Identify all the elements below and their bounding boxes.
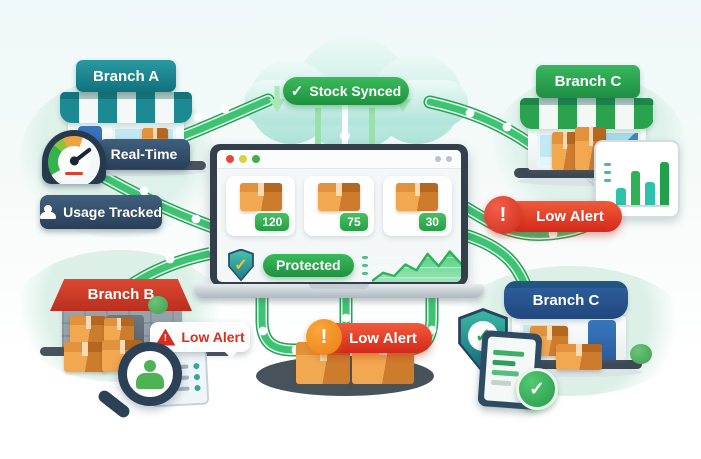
low-alert-branch-b-label: Low Alert [181,329,245,345]
real-time-label: Real-Time [110,146,178,162]
stock-synced-badge: Stock Synced [283,77,409,105]
box-icon [64,342,106,372]
laptop: 120 75 30 Protec [210,144,468,286]
gauge-icon [42,130,106,184]
stock-card: 30 [382,176,452,236]
mini-bar [616,187,626,205]
user-search-icon [136,360,164,389]
branch-c-top-shadow [518,176,668,186]
trend-area [371,251,461,282]
branch-b-roof: Branch B [50,279,192,311]
laptop-screen: 120 75 30 Protec [217,150,461,282]
stock-cards-row: 120 75 30 [217,169,461,239]
trend-axis-ticks [361,251,368,280]
stock-count-badge: 75 [338,211,370,233]
stock-card: 75 [304,176,374,236]
branch-c-top-platform [514,168,666,178]
branch-c-bottom-label: Branch C [532,291,600,309]
branch-c-chart-bars [616,154,669,207]
branch-a-shadow [58,166,206,176]
branch-a-awning [60,92,192,123]
protected-label: Protected [276,257,341,273]
low-alert-center-label: Low Alert [349,329,417,347]
branch-c-bottom-awning: Branch C [504,281,628,319]
branch-c-top-sign: Branch C [536,65,640,98]
bush [148,296,168,314]
stock-count-badge: 30 [416,211,448,233]
stock-card: 120 [226,176,296,236]
branch-c-bottom-shadow [502,367,642,377]
chart-axis-ticks [604,158,611,187]
laptop-base [194,284,484,298]
exclamation-icon [306,319,342,355]
box-icon [396,183,439,211]
branch-a-label: Branch A [92,67,160,85]
protected-badge: Protected [263,253,354,277]
box-icon [70,316,106,344]
trend-svg [371,250,461,282]
usage-tracked-label: Usage Tracked [63,204,162,220]
window-dot-green [252,155,260,163]
browser-topbar [217,150,461,169]
stock-synced-label: Stock Synced [309,83,402,99]
box-icon [552,132,578,170]
verified-check-icon [516,368,558,410]
mini-bar [645,181,655,205]
mini-bar [630,171,640,205]
window-dot-gray [446,156,452,162]
stock-trend-chart [361,244,461,282]
box-icon [104,318,134,344]
branch-c-top-label: Branch C [554,73,622,90]
window-dot-red [226,155,234,163]
low-alert-right-pill: Low Alert [504,201,622,232]
magnifier-icon [118,342,182,406]
real-time-badge: Real-Time [98,139,190,169]
usage-tracked-badge: Usage Tracked [40,195,162,229]
exclamation-icon [484,196,522,234]
branch-c-top-awning [520,98,654,129]
user-icon [40,205,57,219]
branch-a-sign: Branch A [76,60,176,92]
box-icon [317,183,360,211]
branch-c-chart-card [594,140,680,218]
window-dot-yellow [239,155,247,163]
screen-bottom-row: Protected [217,239,461,282]
gauge-red-tick [65,172,83,175]
window-dot-gray [435,156,441,162]
shield-icon [227,248,255,282]
box-icon [556,344,602,370]
low-alert-right-label: Low Alert [536,208,604,225]
stock-count-badge: 120 [253,211,292,233]
branch-b-label: Branch B [87,285,155,303]
bush [630,344,652,364]
cloud-drop-lines [315,104,375,150]
box-icon [239,183,282,211]
mini-bar [659,162,669,205]
check-icon [234,255,247,275]
check-icon [291,82,304,100]
trend-line [371,250,461,282]
